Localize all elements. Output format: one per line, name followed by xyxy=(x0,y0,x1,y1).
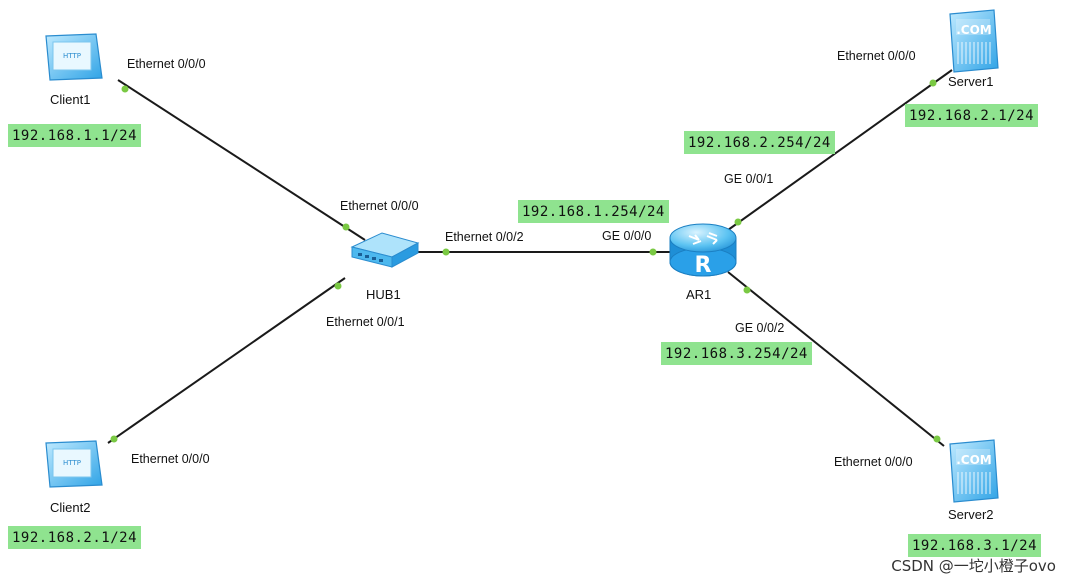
svg-text:.COM: .COM xyxy=(956,453,992,467)
http-client-icon: HTTP xyxy=(45,440,103,488)
svg-text:R: R xyxy=(695,253,712,278)
port-label-ar1-ge0: GE 0/0/0 xyxy=(602,229,652,243)
svg-text:HTTP: HTTP xyxy=(63,459,81,467)
port-label-client2-eth: Ethernet 0/0/0 xyxy=(131,452,210,466)
port-label-ar1-ge1: GE 0/0/1 xyxy=(724,172,774,186)
ar1-label: AR1 xyxy=(686,287,712,302)
server-icon: .COM xyxy=(949,439,999,503)
port-label-hub-eth2: Ethernet 0/0/2 xyxy=(445,230,524,244)
svg-text:.COM: .COM xyxy=(956,23,992,37)
ip-label-ar1-ge1: 192.168.2.254/24 xyxy=(684,131,835,154)
client2-label: Client2 xyxy=(50,500,91,515)
ip-label-server2: 192.168.3.1/24 xyxy=(908,534,1042,557)
server-icon: .COM xyxy=(949,9,999,73)
port-label-server2-eth: Ethernet 0/0/0 xyxy=(834,455,913,469)
port-label-ar1-ge2: GE 0/0/2 xyxy=(735,321,785,335)
port-label-hub-eth0: Ethernet 0/0/0 xyxy=(340,199,419,213)
port-dot-ar1-ge0 xyxy=(649,248,657,256)
port-dot-hub-eth2 xyxy=(442,248,450,256)
link-client2-hub1 xyxy=(107,277,346,444)
port-label-server1-eth: Ethernet 0/0/0 xyxy=(837,49,916,63)
port-label-hub-eth1: Ethernet 0/0/1 xyxy=(326,315,405,329)
port-dot-client1 xyxy=(121,85,129,93)
server2-device[interactable]: .COM xyxy=(949,439,999,503)
hub1-device[interactable] xyxy=(350,232,420,268)
hub-icon xyxy=(350,232,420,268)
port-dot-ar1-ge1 xyxy=(734,218,742,226)
ip-label-client2: 192.168.2.1/24 xyxy=(8,526,142,549)
port-dot-hub-eth1 xyxy=(334,282,342,290)
port-label-client1-eth: Ethernet 0/0/0 xyxy=(127,57,206,71)
ip-label-client1: 192.168.1.1/24 xyxy=(8,124,142,147)
server1-label: Server1 xyxy=(948,74,994,89)
ip-label-ar1-ge0: 192.168.1.254/24 xyxy=(518,200,669,223)
client1-label: Client1 xyxy=(50,92,91,107)
port-dot-ar1-ge2 xyxy=(743,286,751,294)
http-client-icon: HTTP xyxy=(45,33,103,81)
router-icon: R xyxy=(669,223,737,278)
ip-label-server1: 192.168.2.1/24 xyxy=(905,104,1039,127)
port-dot-server2 xyxy=(933,435,941,443)
ar1-device[interactable]: R xyxy=(669,223,737,278)
watermark: CSDN @一坨小橙子ovo xyxy=(891,557,1056,575)
link-ar1-server1 xyxy=(727,69,953,231)
link-client1-hub1 xyxy=(117,79,366,241)
client2-device[interactable]: HTTP xyxy=(45,440,103,488)
ip-label-ar1-ge2: 192.168.3.254/24 xyxy=(661,342,812,365)
port-dot-hub-eth0 xyxy=(342,223,350,231)
svg-text:HTTP: HTTP xyxy=(63,52,81,60)
port-dot-server1 xyxy=(929,79,937,87)
server1-device[interactable]: .COM xyxy=(949,9,999,73)
hub1-label: HUB1 xyxy=(366,287,401,302)
server2-label: Server2 xyxy=(948,507,994,522)
link-ar1-server2 xyxy=(727,271,945,447)
port-dot-client2 xyxy=(110,435,118,443)
client1-device[interactable]: HTTP xyxy=(45,33,103,81)
